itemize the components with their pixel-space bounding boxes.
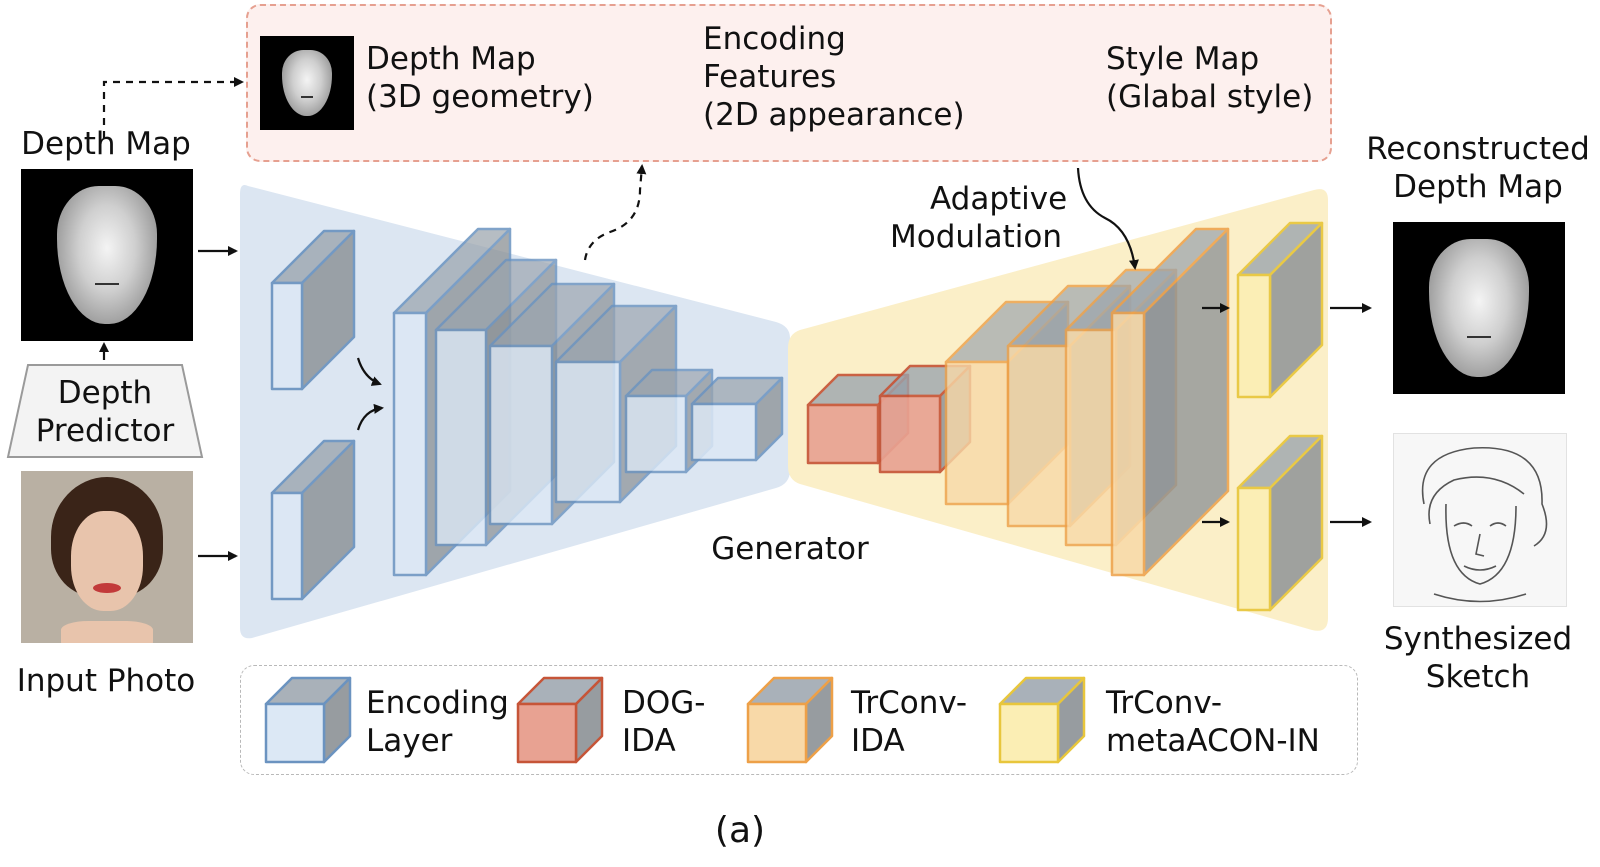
depth-predictor-shape — [6, 364, 204, 458]
key-style-label-1: Style Map — [1106, 41, 1260, 77]
reconstructed-label-2: Depth Map — [1393, 169, 1563, 205]
arrow-skip-1 — [356, 357, 382, 386]
synthesized-sketch-image — [1393, 433, 1567, 607]
arrow-style-modulation — [1076, 167, 1139, 270]
key-style-label-2: (Glabal style) — [1106, 79, 1314, 115]
input-photo-label: Input Photo — [16, 663, 196, 699]
meta-block-bottom — [1236, 434, 1324, 612]
encoder-block-6 — [690, 376, 784, 462]
encoder-input-block-depth — [270, 229, 356, 391]
figure-caption: (a) — [714, 810, 766, 851]
key-depth-label-2: (3D geometry) — [366, 79, 594, 115]
legend-dog-label-1: DOG- — [622, 685, 706, 721]
legend-meta-label-1: TrConv- — [1106, 685, 1223, 721]
legend-meta-label-2: metaACON-IN — [1106, 723, 1320, 759]
legend-encoding-label-2: Layer — [366, 723, 453, 759]
predicted-depth-map-image — [21, 169, 193, 341]
trconv-ida-block-4 — [1110, 227, 1230, 577]
adaptive-modulation-label-2: Modulation — [890, 219, 1063, 255]
depth-map-title: Depth Map — [21, 126, 191, 162]
legend-trconv-label-2: IDA — [851, 723, 905, 759]
depth-predictor-label-2: Predictor — [35, 413, 175, 449]
arrow-encoder-to-key — [583, 164, 647, 261]
key-depth-label-1: Depth Map — [366, 41, 536, 77]
legend-encoding-cube — [264, 676, 352, 764]
reconstructed-label-1: Reconstructed — [1366, 131, 1590, 167]
arrows — [99, 77, 1372, 561]
legend-box — [240, 665, 1358, 775]
meta-block-top — [1236, 221, 1324, 399]
legend-trconv-cube — [746, 676, 834, 764]
synthesized-label-1: Synthesized — [1383, 621, 1573, 657]
depth-predictor-label-1: Depth — [57, 375, 153, 411]
reconstructed-depth-image — [1393, 222, 1565, 394]
synthesized-label-2: Sketch — [1425, 659, 1531, 695]
arrow-depth-to-key — [102, 77, 244, 138]
adaptive-modulation-label-1: Adaptive — [930, 181, 1068, 217]
output-key-box — [246, 4, 1332, 162]
key-depth-thumbnail — [260, 36, 354, 130]
legend-trconv-label-1: TrConv- — [851, 685, 968, 721]
legend-cubes — [264, 676, 1086, 764]
key-encoding-label-1: Encoding — [703, 21, 846, 57]
generator-label: Generator — [711, 531, 869, 567]
legend-dog-cube — [516, 676, 604, 764]
key-encoding-label-3: (2D appearance) — [703, 97, 965, 133]
arrow-skip-2 — [356, 403, 384, 431]
legend-encoding-label-1: Encoding — [366, 685, 509, 721]
legend-dog-label-2: IDA — [622, 723, 676, 759]
legend-meta-cube — [998, 676, 1086, 764]
network-blocks — [270, 221, 1324, 612]
encoder-input-block-photo — [270, 439, 356, 601]
key-encoding-label-2: Features — [703, 59, 837, 95]
input-photo-image — [21, 471, 193, 643]
